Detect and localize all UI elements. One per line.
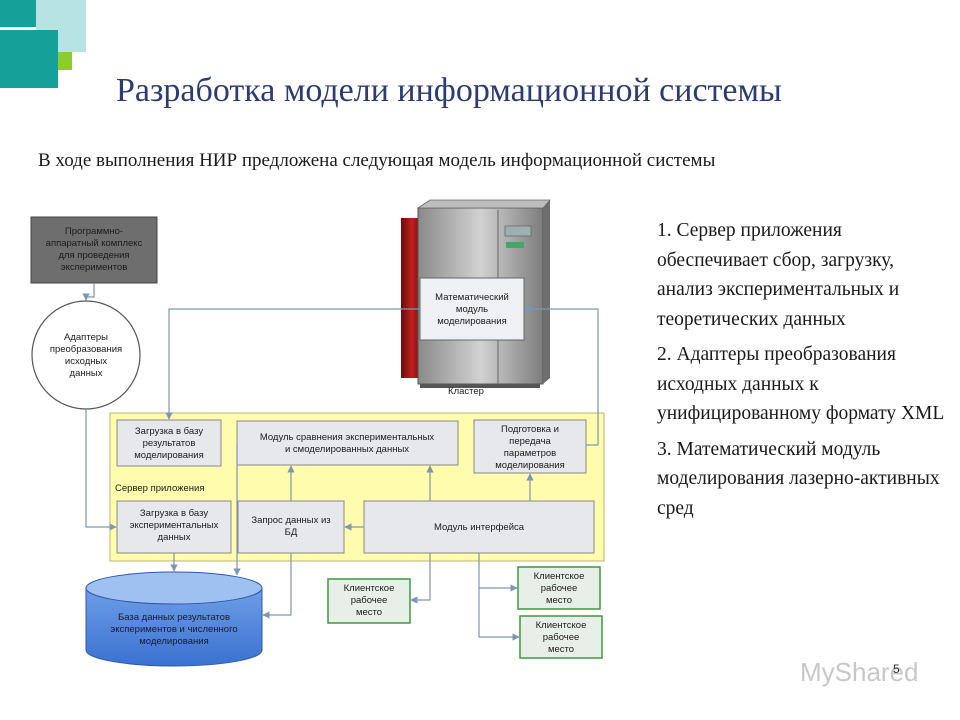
points-list: 1. Сервер приложения обеспечивает сбор, … <box>657 216 952 529</box>
client-1-line-3: место <box>356 607 382 618</box>
hardware-complex-line-3: для проведения <box>58 250 129 261</box>
compare-module-line-1: Модуль сравнения экспериментальных <box>260 432 435 443</box>
adapters-line-4: данных <box>70 368 103 379</box>
database-line-1: База данных результатов <box>118 612 230 623</box>
prepare-params-line-3: параметров <box>504 448 556 459</box>
arrow-prepare-to-cluster <box>524 305 599 446</box>
client-2-line-2: рабочее <box>541 583 578 594</box>
adapters-line-1: Адаптеры <box>64 332 108 343</box>
client-2-line-3: место <box>546 595 572 606</box>
math-module-line-3: моделирования <box>437 316 506 327</box>
client-workstation-1 <box>327 578 411 624</box>
point-2: 2. Адаптеры преобразования исходных данн… <box>657 344 945 424</box>
myshared-watermark: MyShared <box>766 657 919 688</box>
upload-results-box <box>116 419 222 467</box>
database-cylinder <box>85 571 263 667</box>
prepare-params-line-4: моделирования <box>495 460 564 471</box>
math-module-line-1: Математический <box>435 292 509 303</box>
upload-experimental-line-3: данных <box>158 532 191 543</box>
slide-subtitle: В ходе выполнения НИР предложена следующ… <box>38 150 716 171</box>
prepare-params-line-1: Подготовка и <box>501 424 559 435</box>
math-module-line-2: модуль <box>456 304 488 315</box>
db-query-line-2: БД <box>285 527 298 538</box>
slide-title: Разработка модели информационной системы <box>116 72 782 109</box>
point-3: 3. Математический модуль моделирования л… <box>657 438 940 519</box>
upload-experimental-line-2: экспериментальных <box>130 520 219 531</box>
client-2-line-1: Клиентское <box>534 571 585 582</box>
upload-results-line-2: результатов <box>143 438 196 449</box>
arrow-cluster-to-upload-results <box>165 308 420 420</box>
upload-experimental-line-1: Загрузка в базу <box>140 508 208 519</box>
adapters-circle <box>31 300 141 410</box>
database-line-2: экспериментов и численного <box>110 624 237 635</box>
db-query-line-1: Запрос данных из <box>251 515 330 526</box>
arrow-interface-to-client-3 <box>478 588 520 641</box>
prepare-params-box <box>473 419 587 474</box>
db-query-box <box>237 500 345 554</box>
arrow-interface-to-client-1 <box>410 553 431 604</box>
upload-results-line-1: Загрузка в базу <box>135 426 203 437</box>
interface-module-text: Модуль интерфейса <box>434 522 525 533</box>
corner-square-teal-top <box>0 0 36 27</box>
client-3-line-2: рабочее <box>543 632 580 643</box>
corner-square-teal-main <box>0 30 58 88</box>
cluster-cabinet <box>401 199 551 388</box>
client-workstation-2 <box>517 566 601 610</box>
cluster-label: Кластер <box>448 386 484 397</box>
arrow-hardware-to-adapters <box>82 283 95 301</box>
page-number: 5 <box>893 662 900 676</box>
watermark-text: MyShared <box>800 657 919 687</box>
client-workstation-3 <box>519 615 603 659</box>
client-3-line-3: место <box>548 644 574 655</box>
client-1-line-2: рабочее <box>351 595 388 606</box>
database-line-3: моделирования <box>139 636 208 647</box>
upload-experimental-box <box>116 500 232 554</box>
arrow-adapters-to-upload-experimental <box>85 409 117 531</box>
adapters-line-2: преобразования <box>50 344 122 355</box>
point-1: 1. Сервер приложения обеспечивает сбор, … <box>657 220 900 330</box>
hardware-complex-line-4: экспериментов <box>61 262 128 273</box>
math-module-box <box>419 277 525 341</box>
client-1-line-1: Клиентское <box>344 583 395 594</box>
upload-results-line-3: моделирования <box>134 450 203 461</box>
prepare-params-line-2: передача <box>509 436 551 447</box>
server-label: Сервер приложения <box>115 483 204 494</box>
adapters-line-3: исходных <box>65 356 107 367</box>
client-3-line-1: Клиентское <box>536 620 587 631</box>
arrow-dbquery-to-db <box>262 553 292 619</box>
corner-square-lime <box>58 52 72 70</box>
hardware-complex-box <box>30 216 158 284</box>
hardware-complex-line-2: аппаратный комплекс <box>46 238 143 249</box>
hardware-complex-line-1: Программно- <box>65 226 123 237</box>
compare-module-box <box>236 420 459 466</box>
compare-module-line-2: и смоделированных данных <box>285 444 409 455</box>
interface-module-box <box>363 500 595 554</box>
connectors <box>82 283 599 641</box>
